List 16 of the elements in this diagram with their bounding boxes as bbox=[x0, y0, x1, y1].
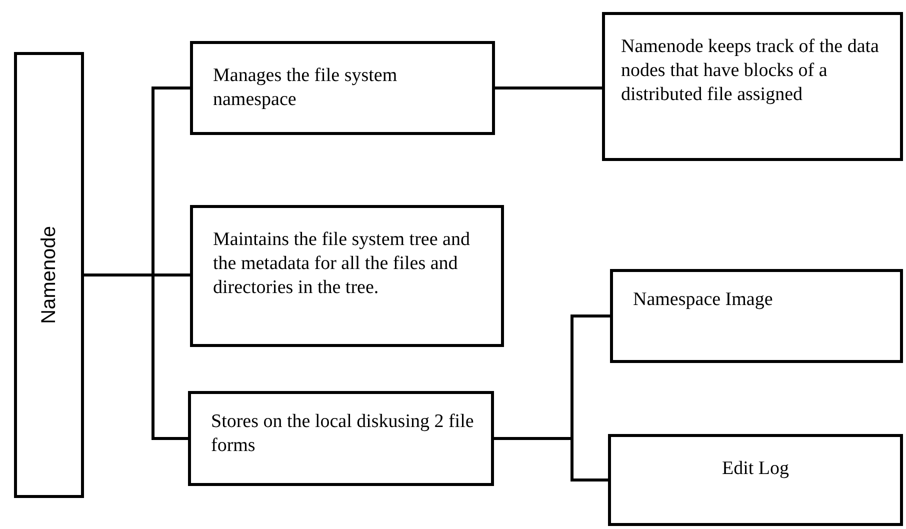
text-box bbox=[190, 205, 504, 347]
text-box bbox=[14, 52, 84, 498]
text-box bbox=[190, 41, 495, 135]
connector-line bbox=[495, 86, 602, 90]
node-label: Manages the file system namespace bbox=[213, 64, 398, 112]
node-label: Namenode keeps track of the data nodes that have blocks of a distributed file assigned bbox=[621, 35, 880, 107]
node-label: Maintains the file system tree and the metadata for all the files and directories in the tree. bbox=[213, 228, 471, 300]
node-label: Namenode bbox=[39, 226, 59, 324]
text-box bbox=[608, 434, 903, 526]
node-label: Stores on the local diskusing 2 file forms bbox=[211, 410, 475, 458]
node-label: Namespace Image bbox=[633, 288, 773, 312]
text-box bbox=[610, 269, 903, 363]
text-box bbox=[602, 12, 903, 161]
text-box bbox=[188, 391, 494, 486]
node-label: Edit Log bbox=[722, 457, 790, 481]
connector-line bbox=[494, 437, 608, 482]
